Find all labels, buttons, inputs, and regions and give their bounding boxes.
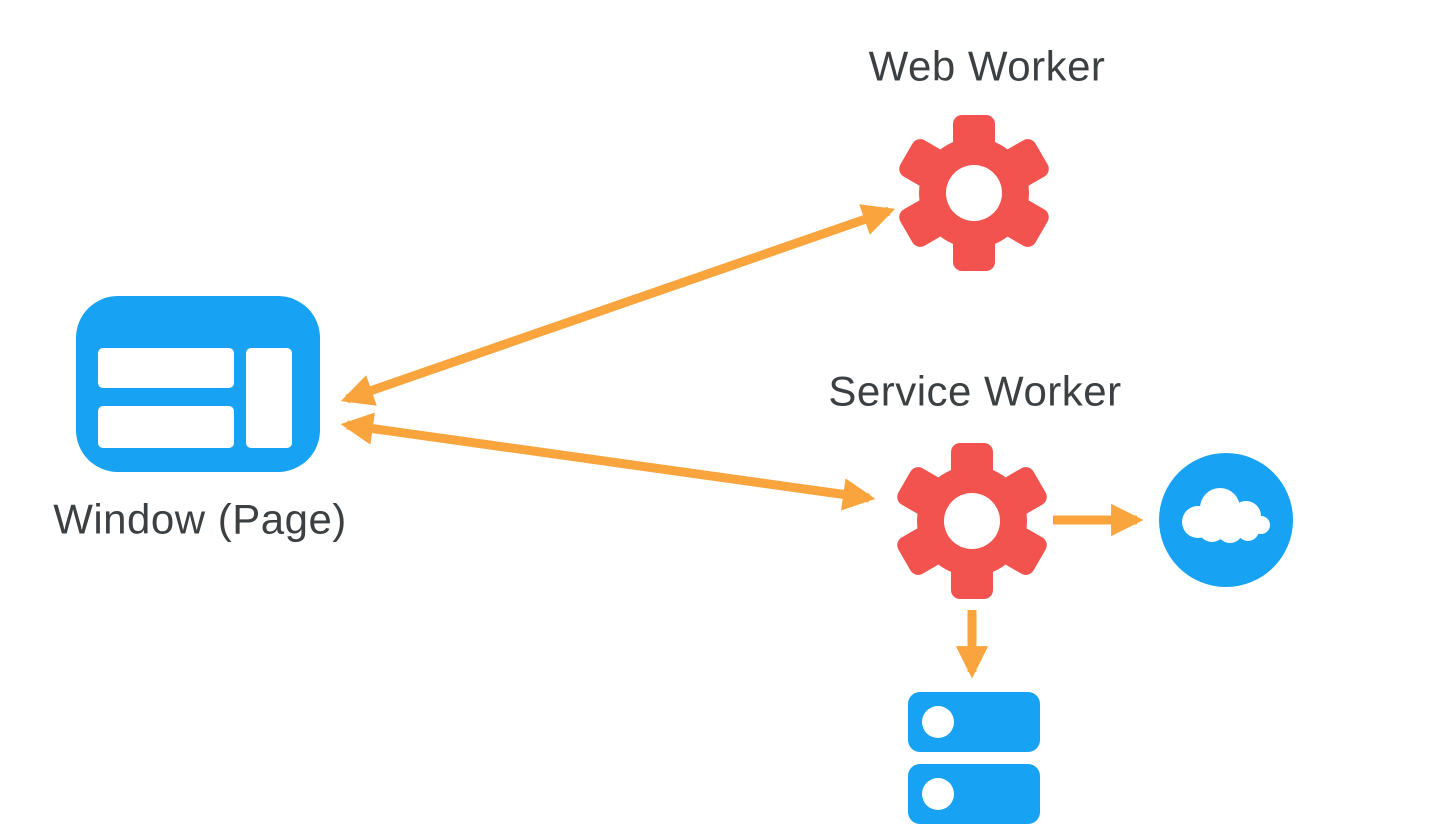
web-worker-gear-icon bbox=[899, 115, 1049, 271]
browser-window-icon bbox=[76, 296, 320, 472]
window-pane-bottom bbox=[98, 406, 234, 448]
network-cloud-icon bbox=[1159, 453, 1293, 587]
browser-window-panes bbox=[98, 348, 292, 448]
window-pane-side bbox=[246, 348, 292, 448]
cloud-shape bbox=[1182, 488, 1270, 543]
gear-hole bbox=[946, 165, 1002, 221]
gear-teeth bbox=[897, 443, 1047, 599]
edge-window-web-worker bbox=[340, 204, 896, 406]
gear-hole bbox=[944, 493, 1000, 549]
gear-teeth bbox=[899, 115, 1049, 271]
database-dot-2 bbox=[922, 778, 954, 810]
service-worker-label: Service Worker bbox=[828, 368, 1121, 415]
database-dot-1 bbox=[922, 706, 954, 738]
window-page-label: Window (Page) bbox=[53, 496, 347, 543]
web-worker-label: Web Worker bbox=[869, 43, 1106, 90]
service-worker-gear-icon bbox=[897, 443, 1047, 599]
database-stack-icon bbox=[908, 692, 1040, 824]
edges-group bbox=[340, 204, 1144, 679]
edge-window-service-worker bbox=[340, 412, 876, 511]
window-pane-top bbox=[98, 348, 234, 388]
